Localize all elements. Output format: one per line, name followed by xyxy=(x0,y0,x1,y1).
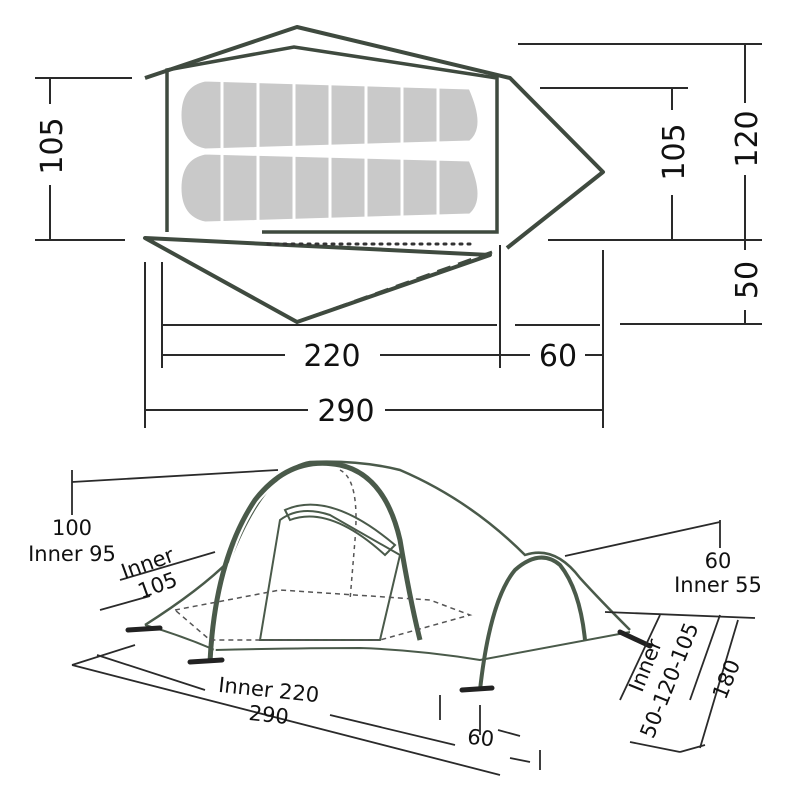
tent-hem xyxy=(144,624,631,662)
dim-lines-side xyxy=(71,469,756,776)
dim-height-inner-right: 105 xyxy=(657,123,692,180)
dim-side-total-length: 290 xyxy=(248,701,290,729)
dim-height-rear-inner: Inner 55 xyxy=(674,573,762,597)
sleeping-bags xyxy=(178,78,481,225)
dim-height-main-inner: Inner 95 xyxy=(28,542,116,566)
dim-height-rear: 60 xyxy=(705,549,732,573)
dim-height-total-right: 120 xyxy=(730,110,765,167)
main-pole xyxy=(207,460,423,663)
dim-side-vestibule-length: 60 xyxy=(466,725,495,752)
dim-inner-length: 220 xyxy=(303,339,360,374)
main-pole-inner xyxy=(213,466,397,663)
vestibule-dashed-edge xyxy=(296,250,493,324)
rear-pole xyxy=(478,555,587,691)
top-view xyxy=(35,25,762,428)
dim-vestibule-length: 60 xyxy=(539,339,577,374)
inner-wall-dashed xyxy=(339,469,357,601)
dim-height-left: 105 xyxy=(35,117,70,174)
dim-lines-top xyxy=(35,43,762,428)
dim-vestibule-depth: 50 xyxy=(730,261,765,299)
inner-floor-dashed xyxy=(173,589,473,641)
dim-total-length: 290 xyxy=(317,394,374,429)
fly-outline xyxy=(143,25,605,324)
door-opening xyxy=(258,510,402,641)
dim-total-width: 180 xyxy=(708,656,745,702)
door-rolled xyxy=(283,503,397,557)
dim-height-main: 100 xyxy=(52,516,92,540)
tent-pegs xyxy=(125,625,653,693)
side-view xyxy=(71,460,756,776)
